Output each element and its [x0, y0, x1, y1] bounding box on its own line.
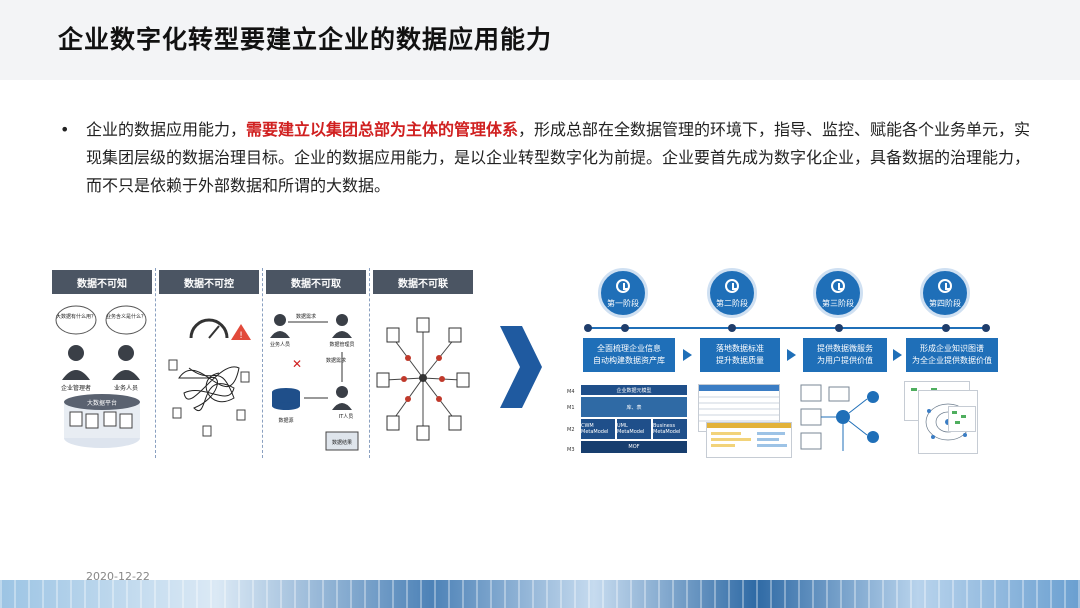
issue-uncontrollable: 数据不可控 !	[159, 270, 259, 456]
slide-title: 企业数字化转型要建立企业的数据应用能力	[58, 25, 553, 54]
stage-2-quality-thumbnail	[706, 422, 792, 458]
stage-3-desc-line-2: 为用户提供价值	[817, 356, 873, 365]
result-label: 数据结果	[332, 439, 352, 446]
divider-1	[155, 268, 156, 458]
clock-icon	[938, 279, 952, 293]
it-user-label: IT人员	[339, 414, 354, 420]
paragraph-text: 企业的数据应用能力，需要建立以集团总部为主体的管理体系，形成总部在全数据管理的环…	[86, 116, 1040, 200]
warning-icon	[231, 324, 251, 340]
unconnectable-illustration	[376, 317, 470, 441]
level-label: M3	[567, 447, 575, 453]
issue-header: 数据不可联	[373, 270, 473, 294]
svg-text:!: !	[239, 331, 243, 341]
stage-1-circle: 第一阶段	[598, 268, 648, 318]
stage-4-desc-line-1: 形成企业知识图谱	[920, 344, 984, 353]
clock-icon	[725, 279, 739, 293]
issue-header: 数据不可控	[159, 270, 259, 294]
stage-4-desc-line-2: 为全企业提供数据价值	[912, 356, 992, 365]
person-label-1: 企业管理者	[61, 384, 91, 392]
metamodel-business: Business MetaModel	[653, 419, 687, 439]
bubble-text-2: 业务含义是什么？	[106, 313, 146, 320]
stage-arrow	[787, 349, 796, 361]
issue-header: 数据不可取	[266, 270, 366, 294]
cross-icon: ✕	[292, 357, 302, 371]
timeline-dot	[835, 324, 843, 332]
uncontrollable-illustration: !	[168, 318, 251, 437]
metamodel-diagram: 企业数据元模型 M4 库、表 M1 M2 CWM MetaModel UML M…	[567, 383, 687, 457]
timeline-dot	[621, 324, 629, 332]
data-admin-label: 数据管理员	[329, 341, 354, 348]
stage-arrow	[683, 349, 692, 361]
stage-3-name: 第三阶段	[822, 299, 854, 308]
clock-icon	[831, 279, 845, 293]
title-bar: 企业数字化转型要建立企业的数据应用能力	[0, 0, 1080, 80]
demand-label: 数据需求	[296, 313, 316, 320]
unobtainable-illustration: 数据需求 业务人员 数据管理员 ✕ 数据需求 数据源 IT人员 数据结果	[270, 313, 359, 451]
biz-user-label: 业务人员	[270, 341, 290, 348]
stage-1-desc-line-2: 自动构建数据资产库	[593, 356, 665, 365]
stage-2-desc-line-2: 提升数据质量	[716, 356, 764, 365]
stage-1-desc: 全面梳理企业信息自动构建数据资产库	[583, 338, 675, 372]
footer-image-band	[0, 580, 1080, 608]
issue-header: 数据不可知	[52, 270, 152, 294]
divider-3	[369, 268, 370, 458]
level-label: M4	[567, 389, 575, 395]
paragraph-part-1: 企业的数据应用能力，	[86, 120, 247, 139]
stage-4-desc: 形成企业知识图谱为全企业提供数据价值	[906, 338, 998, 372]
timeline-dot	[942, 324, 950, 332]
stage-2-circle: 第二阶段	[707, 268, 757, 318]
db-label: 数据源	[278, 417, 293, 424]
bullet-marker: •	[60, 120, 70, 139]
person-label-2: 业务人员	[114, 384, 138, 392]
issue-unobtainable: 数据不可取 数据需求 业务人员 数据管理员 ✕ 数据需求 数据源 IT人员 数据…	[266, 270, 366, 456]
clock-icon	[616, 279, 630, 293]
stage-3-circle: 第三阶段	[813, 268, 863, 318]
stage-2-desc-line-1: 落地数据标准	[716, 344, 764, 353]
stage-3-desc: 提供数据微服务为用户提供价值	[803, 338, 887, 372]
stage-arrow	[893, 349, 902, 361]
timeline-dot	[584, 324, 592, 332]
metamodel-header: 企业数据元模型	[581, 385, 687, 395]
data-need-label: 数据需求	[326, 357, 346, 364]
stage-1-desc-line-1: 全面梳理企业信息	[597, 344, 661, 353]
stage-4-circle: 第四阶段	[920, 268, 970, 318]
paragraph-highlight: 需要建立以集团总部为主体的管理体系	[246, 120, 519, 139]
timeline-dot	[982, 324, 990, 332]
metamodel-m1-row: 库、表	[581, 397, 687, 417]
stage-3-flow-thumbnail	[799, 381, 891, 459]
stage-3-desc-line-1: 提供数据微服务	[817, 344, 873, 353]
stage-4-name: 第四阶段	[929, 299, 961, 308]
issue-unconnectable: 数据不可联	[373, 270, 473, 456]
paragraph-part-2: ，形成总部在全数据管理的环境下，指导、监控、赋能各个业务单元，实现集团层级的数据…	[86, 120, 1031, 195]
slide-date: 2020-12-22	[86, 570, 150, 583]
bubble-text-1: 大数据有什么用？	[56, 313, 96, 320]
metamodel-uml: UML MetaModel	[617, 419, 651, 439]
unknowable-illustration: 大数据有什么用？ 业务含义是什么？ 企业管理者 业务人员 大数据平台	[55, 305, 147, 448]
stage-2-name: 第二阶段	[716, 299, 748, 308]
body-paragraph: • 企业的数据应用能力，需要建立以集团总部为主体的管理体系，形成总部在全数据管理…	[60, 116, 1040, 200]
divider-2	[262, 268, 263, 458]
timeline-dot	[728, 324, 736, 332]
level-label: M1	[567, 405, 575, 411]
stage-timeline	[588, 327, 986, 329]
stage-4-graph-thumbnail-3	[948, 406, 976, 432]
metamodel-mof: MOF	[581, 441, 687, 453]
level-label: M2	[567, 427, 575, 433]
platform-label: 大数据平台	[87, 399, 117, 407]
stage-2-desc: 落地数据标准提升数据质量	[700, 338, 780, 372]
metamodel-cwm: CWM MetaModel	[581, 419, 615, 439]
stage-1-name: 第一阶段	[607, 299, 639, 308]
transition-arrow-icon	[500, 326, 542, 408]
issue-unknowable: 数据不可知 大数据有什么用？ 业务含义是什么？ 企业管理者 业务人员 大数据平台	[52, 270, 152, 456]
